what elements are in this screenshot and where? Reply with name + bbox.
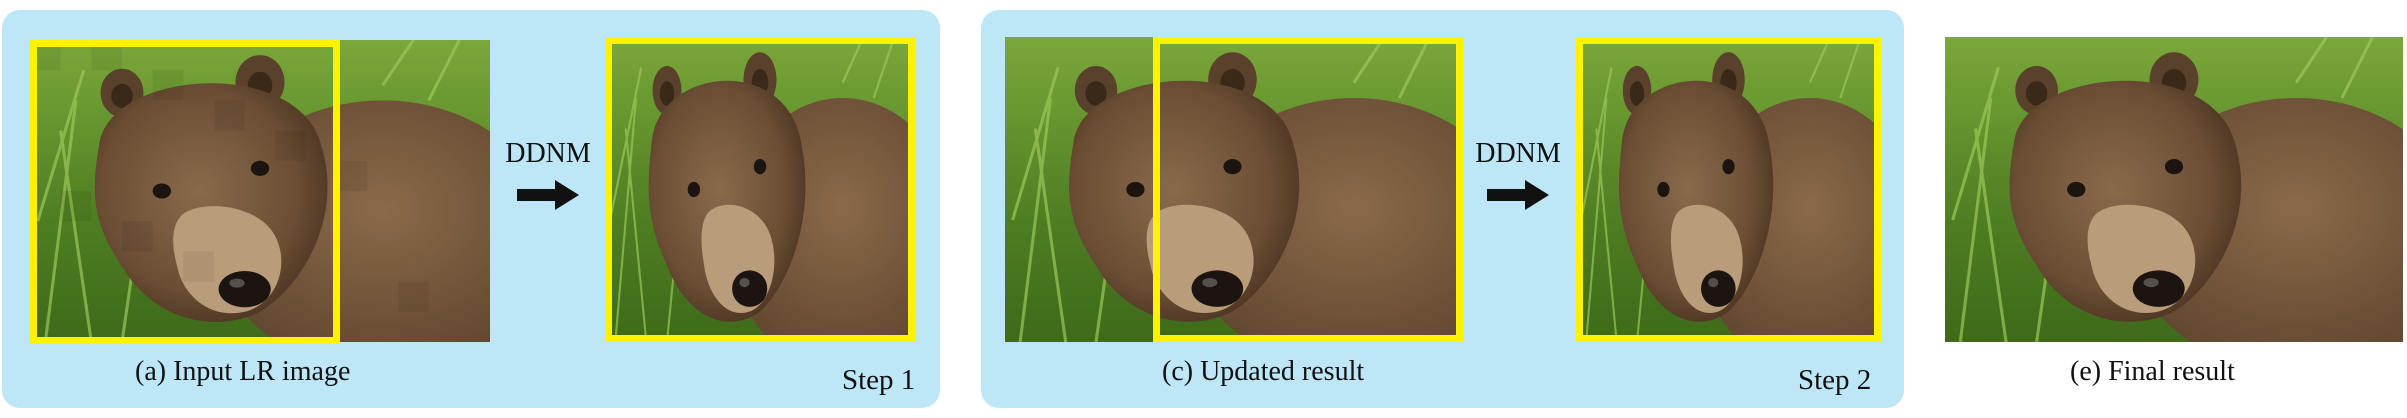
ddnm-operator-1: DDNM xyxy=(498,140,598,212)
highlight-box xyxy=(1153,37,1463,342)
operator-label: DDNM xyxy=(505,138,591,169)
highlight-box xyxy=(605,37,915,342)
step1-label: Step 1 xyxy=(842,364,916,396)
final-result-image xyxy=(1945,37,2403,342)
step2-label: Step 2 xyxy=(1798,364,1872,396)
caption-e: (e) Final result xyxy=(2070,356,2235,387)
highlight-box xyxy=(30,40,340,344)
caption-c: (c) Updated result xyxy=(1162,356,1365,387)
ddnm-operator-2: DDNM xyxy=(1468,140,1568,212)
highlight-box xyxy=(1576,37,1881,342)
caption-a: (a) Input LR image xyxy=(135,356,351,387)
bear-photo xyxy=(1945,37,2403,342)
right-arrow-icon xyxy=(517,180,579,210)
right-arrow-icon xyxy=(1487,180,1549,210)
operator-label: DDNM xyxy=(1475,138,1561,169)
